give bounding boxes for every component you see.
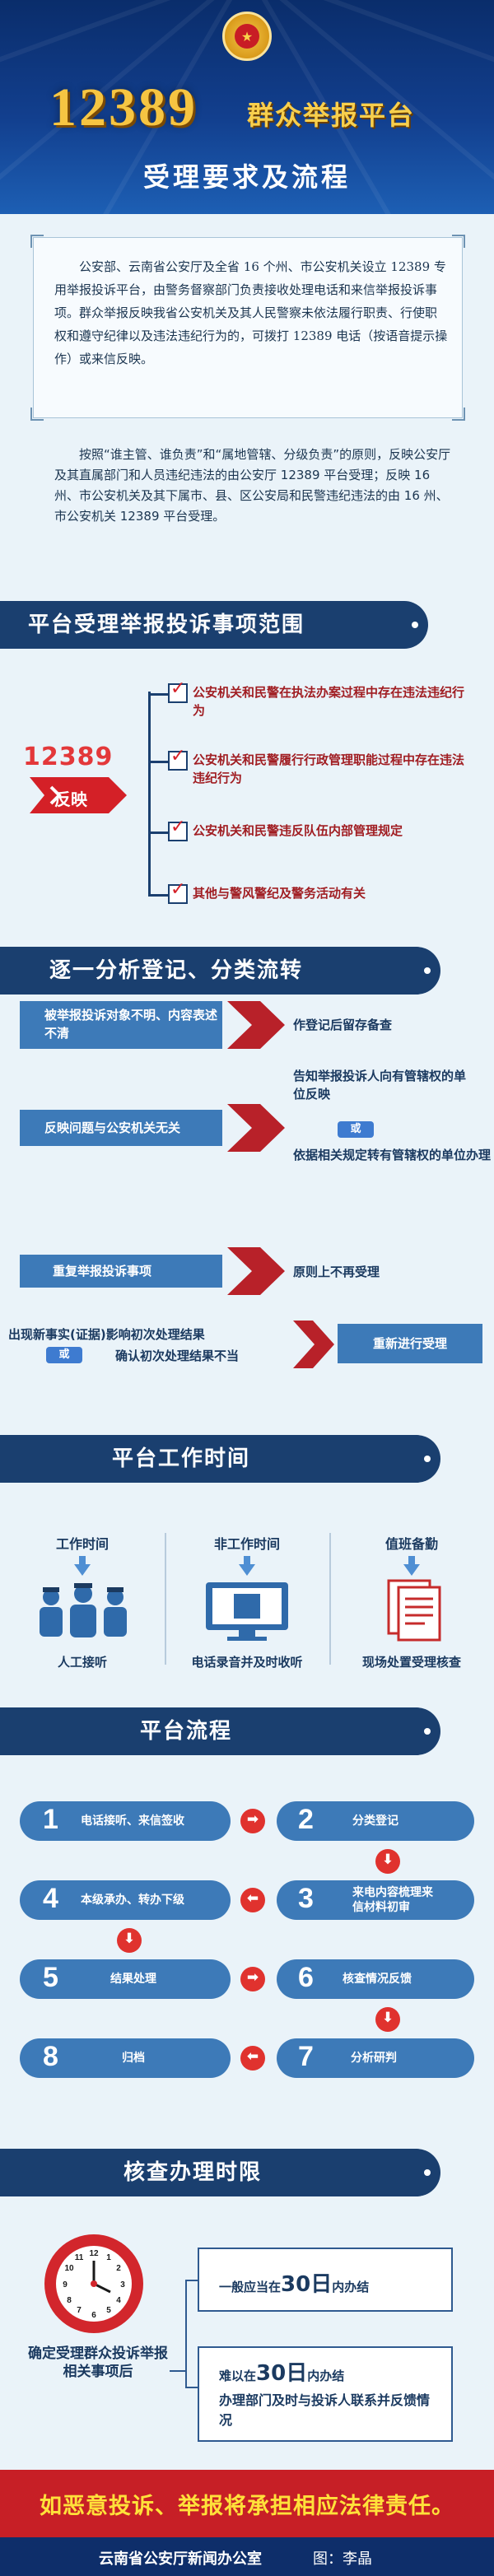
section-banner-process: 平台流程 [0, 1707, 440, 1755]
arrow-right-icon [227, 1247, 285, 1295]
section-title: 核查办理时限 [124, 2160, 263, 2185]
or-badge: 或 [46, 1347, 82, 1363]
deadline-box-extended: 难以在30日内办结 办理部门及时与投诉人联系并反馈情况 [198, 2346, 453, 2442]
footer-org: 云南省公安厅新闻办公室 [99, 2550, 262, 2568]
row2-condition: 反映问题与公安机关无关 [20, 1110, 222, 1146]
officers-icon [40, 1583, 127, 1637]
process-step-4: 4 本级承办、转办下级 [20, 1880, 231, 1920]
header-number: 12389 [49, 77, 198, 137]
deadline-box-normal: 一般应当在30日内办结 [198, 2248, 453, 2312]
checkmark-icon: ✓ [170, 879, 186, 900]
duty-label: 值班备勤 [384, 1536, 438, 1552]
row2-result-b: 依据相关规定转有管辖权的单位办理 [293, 1148, 492, 1162]
arrow-down-icon [239, 1556, 255, 1576]
arrow-down-icon: ⬇ [375, 1849, 400, 1874]
arrow-right-icon: ➡ [240, 1809, 265, 1833]
arrow-down-icon: ⬇ [117, 1928, 142, 1953]
footer-credit: 图：李晶 [313, 2550, 372, 2568]
section-banner-scope: 平台受理举报投诉事项范围 [0, 601, 428, 649]
svg-text:4: 4 [116, 2296, 121, 2305]
clock-caption: 确定受理群众投诉举报相关事项后 [28, 2345, 168, 2380]
row1-condition: 被举报投诉对象不明、内容表述不清 [20, 1001, 222, 1049]
row3-result: 原则上不再受理 [293, 1265, 380, 1279]
intro-box [30, 235, 465, 421]
checkmark-icon: ✓ [170, 678, 186, 699]
process-step-2: 2 分类登记 [277, 1801, 474, 1841]
documents-icon [387, 1579, 441, 1642]
checkbox-icon [168, 822, 188, 841]
monitor-icon [206, 1582, 288, 1641]
svg-text:10: 10 [64, 2264, 74, 2273]
row4-result: 重新进行受理 [338, 1324, 482, 1363]
warning-banner [0, 2470, 494, 2537]
svg-text:1: 1 [106, 2253, 111, 2262]
report-label: 反映 [54, 790, 87, 809]
checkmark-icon: ✓ [170, 746, 186, 766]
off-hours-caption: 电话录音并及时收听 [191, 1655, 303, 1670]
hotline-number: 12389 [23, 743, 114, 771]
svg-text:7: 7 [77, 2306, 82, 2315]
off-hours-label: 非工作时间 [213, 1536, 280, 1552]
section-banner-classify: 逐一分析登记、分类流转 [0, 947, 440, 995]
timeline-connector [170, 2280, 198, 2388]
section-banner-hours: 平台工作时间 [0, 1435, 440, 1483]
report-arrow-icon [30, 777, 127, 813]
svg-text:6: 6 [91, 2311, 96, 2320]
process-step-3: 3 来电内容梳理来信材料初审 [277, 1880, 474, 1920]
svg-text:11: 11 [75, 2253, 84, 2262]
svg-text:9: 9 [63, 2280, 68, 2290]
intro-text: 公安部、云南省公安厅及全省 16 个州、市公安机关设立 12389 专用举报投诉… [54, 259, 448, 366]
footer [0, 2537, 494, 2576]
checkbox-icon [168, 683, 188, 703]
duty-caption: 现场处置受理核查 [361, 1655, 461, 1670]
work-hours-caption: 人工接听 [57, 1655, 107, 1670]
arrow-left-icon: ⬅ [240, 1888, 265, 1912]
arrow-right-icon: ➡ [240, 1967, 265, 1991]
section-title: 平台流程 [140, 1719, 233, 1744]
svg-text:8: 8 [67, 2296, 72, 2305]
svg-text:2: 2 [116, 2264, 121, 2273]
arrow-down-icon: ⬇ [375, 2007, 400, 2032]
svg-text:12: 12 [89, 2249, 99, 2258]
process-step-6: 6 核查情况反馈 [277, 1959, 474, 1999]
section-title: 平台受理举报投诉事项范围 [28, 613, 305, 637]
process-step-1: 1 电话接听、来信签收 [20, 1801, 231, 1841]
process-step-7: 7 分析研判 [277, 2038, 474, 2078]
checkbox-icon [168, 884, 188, 904]
checkbox-icon [168, 751, 188, 771]
arrow-down-icon [403, 1556, 420, 1576]
row4-condition-a: 出现新事实(证据)影响初次处理结果 [8, 1327, 205, 1342]
police-emblem-icon: ★ [222, 12, 272, 61]
header-title: 群众举报平台 [247, 100, 416, 131]
section-title: 逐一分析登记、分类流转 [49, 958, 304, 983]
work-hours-label: 工作时间 [55, 1536, 109, 1552]
process-step-8: 8 归档 [20, 2038, 231, 2078]
process-step-5: 5 结果处理 [20, 1959, 231, 1999]
arrow-right-icon [227, 1001, 285, 1049]
header-subtitle: 受理要求及流程 [142, 161, 351, 193]
warning-text: 如恶意投诉、举报将承担相应法律责任。 [40, 2494, 454, 2519]
section-title: 平台工作时间 [112, 1446, 251, 1471]
arrow-left-icon: ⬅ [240, 2046, 265, 2071]
row1-result: 作登记后留存备查 [293, 1018, 393, 1032]
row2-result-a: 告知举报投诉人向有管辖权的单位反映 [293, 1069, 467, 1102]
arrow-right-icon [227, 1104, 285, 1152]
row4-condition-b: 确认初次处理结果不当 [115, 1349, 240, 1363]
bracket-line [148, 692, 167, 896]
svg-text:3: 3 [120, 2280, 125, 2290]
row3-condition: 重复举报投诉事项 [20, 1255, 222, 1288]
or-badge: 或 [338, 1121, 374, 1138]
arrow-right-icon [293, 1321, 334, 1368]
checkmark-icon: ✓ [170, 817, 186, 837]
arrow-down-icon [74, 1556, 91, 1576]
section-banner-deadline: 核查办理时限 [0, 2149, 440, 2196]
principle-text: 按照“谁主管、谁负责”和“属地管辖、分级负责”的原则，反映公安厅及其直属部门和人… [54, 447, 451, 524]
svg-text:5: 5 [106, 2306, 111, 2315]
